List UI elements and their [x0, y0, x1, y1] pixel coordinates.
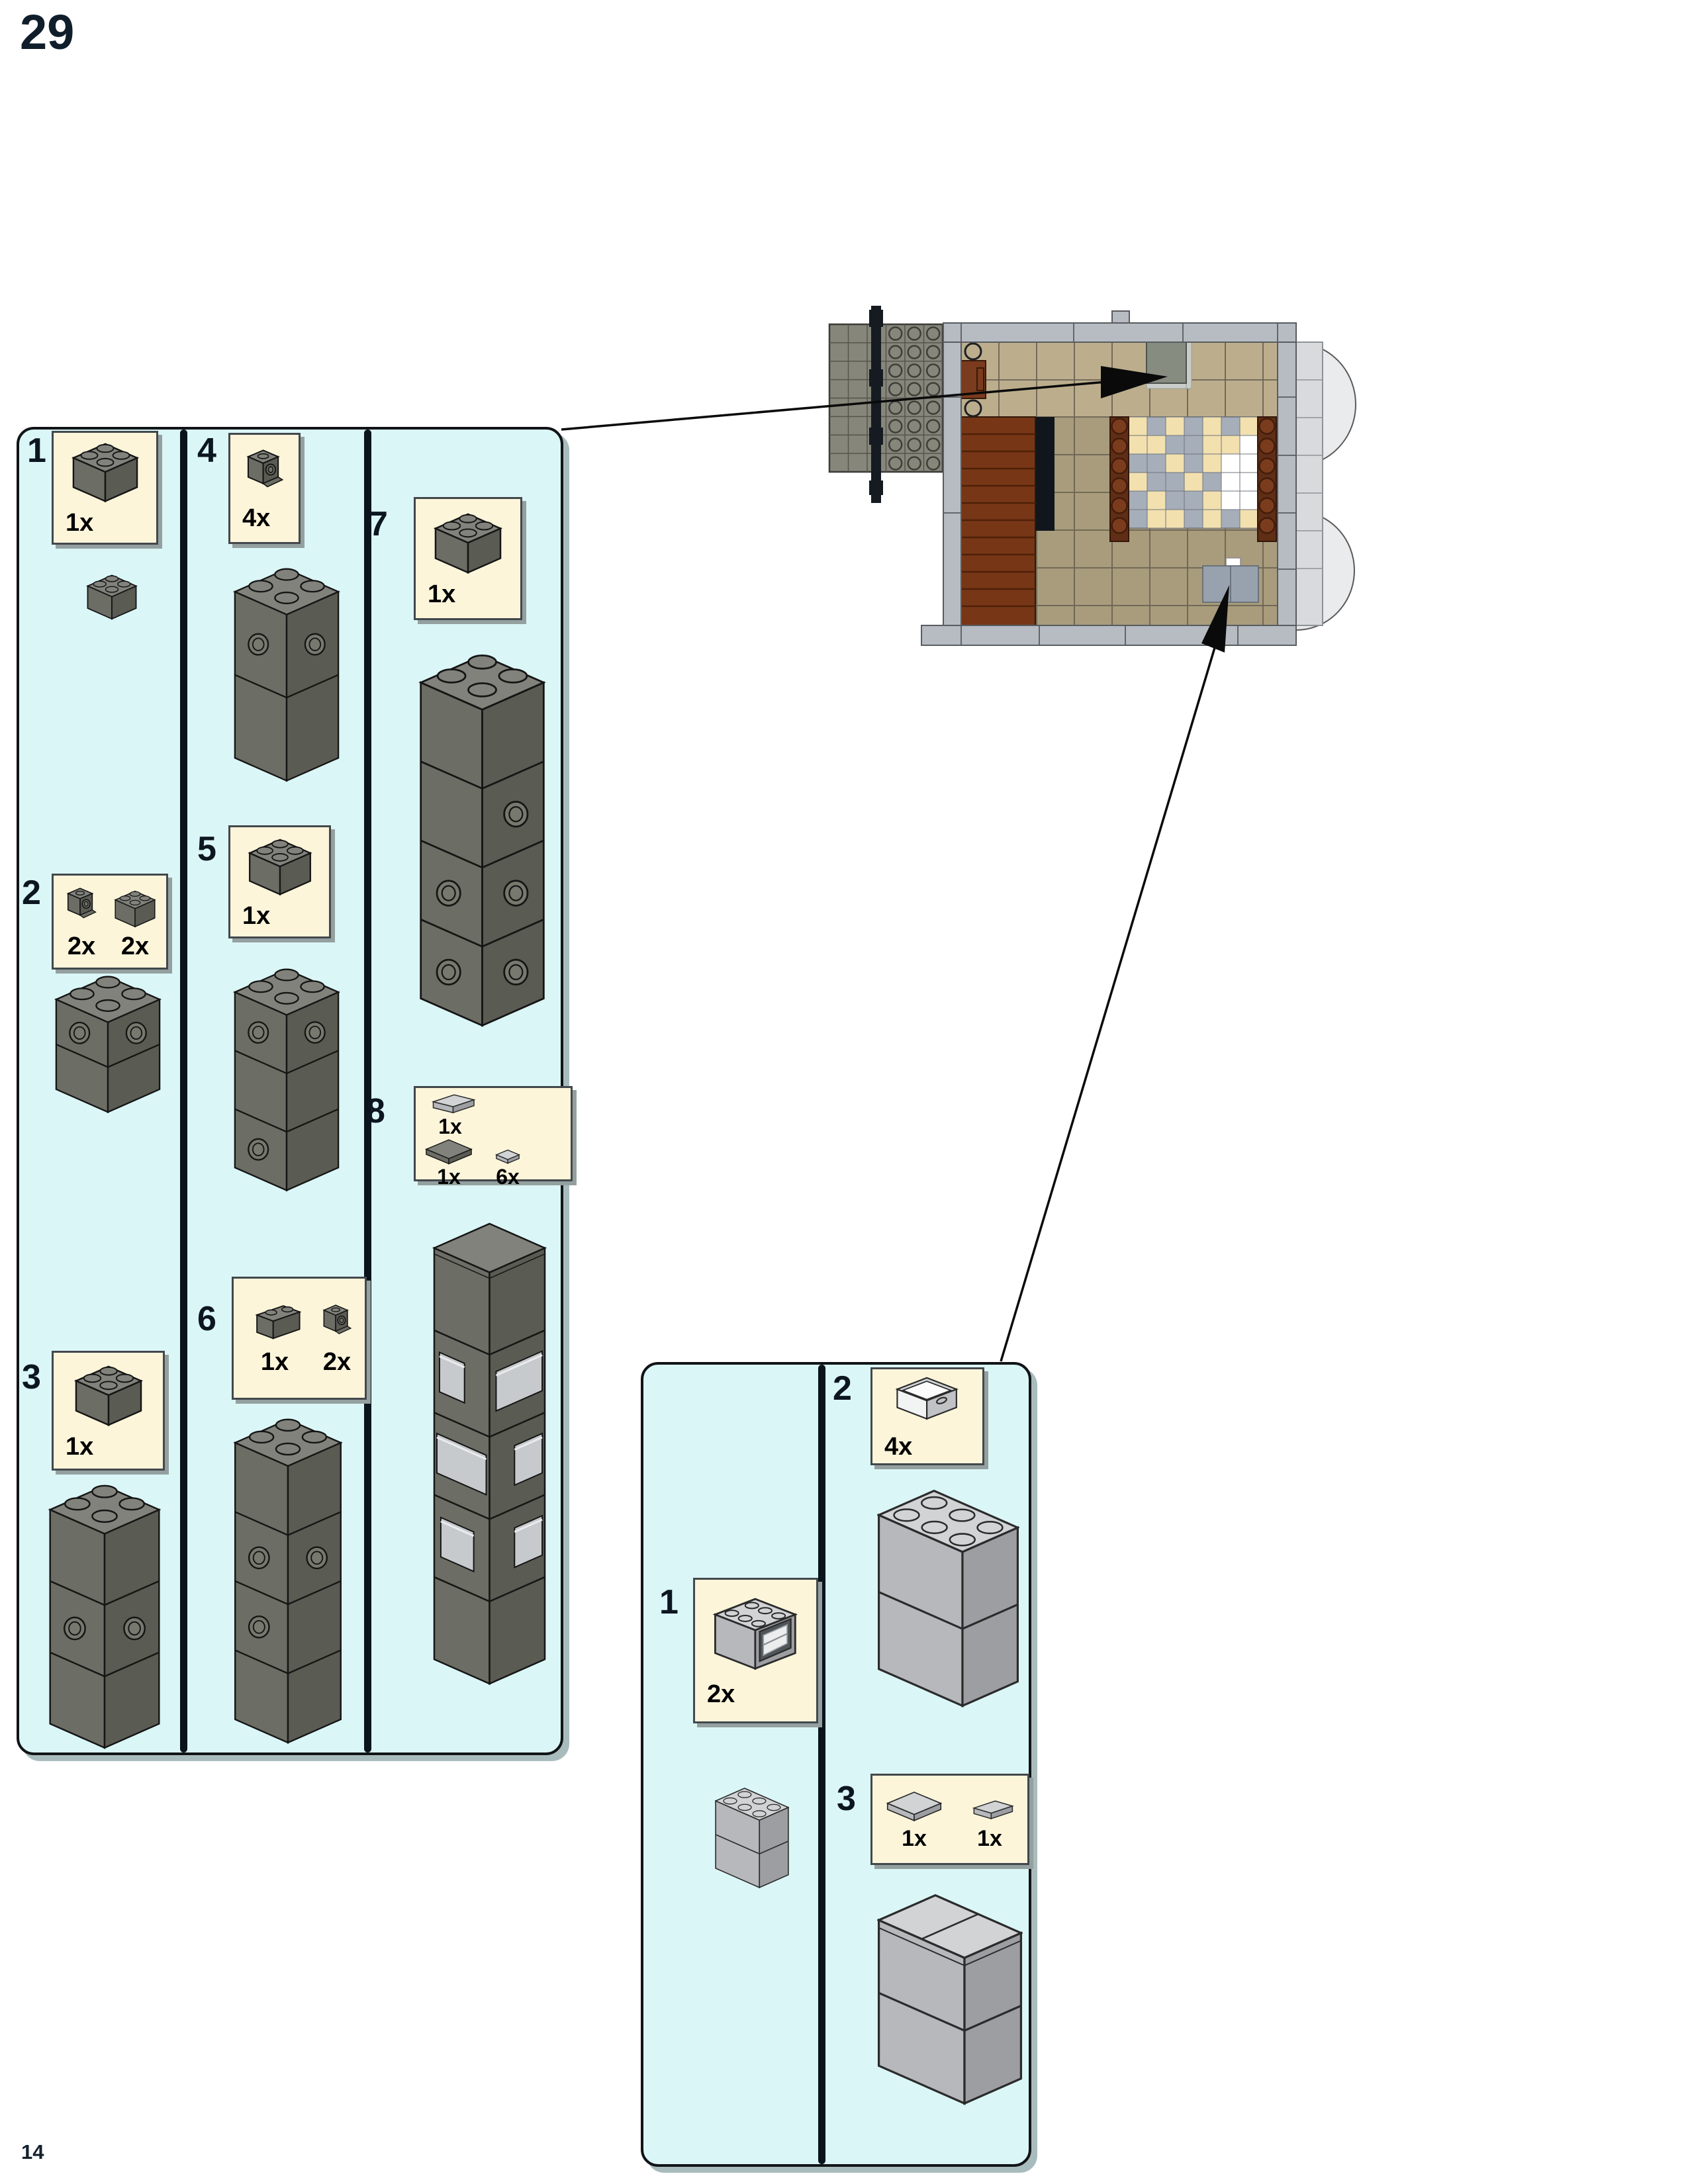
substep-6-number: 6 — [197, 1300, 216, 1338]
substep-8-number: 8 — [366, 1092, 385, 1130]
stud-column-left — [1109, 416, 1129, 542]
tile-1x1-icon — [496, 1149, 520, 1164]
tile-1x2-icon — [973, 1800, 1013, 1819]
substep-5-assembly — [232, 968, 341, 1192]
substep-2-parts-box: 4x — [870, 1367, 984, 1465]
brick-2x2-icon — [115, 890, 156, 927]
mast — [869, 306, 883, 503]
column-divider-2 — [364, 430, 371, 1752]
substep-6-parts-box: 1x 2x — [232, 1277, 367, 1400]
part-quantity: 1x — [260, 1348, 289, 1376]
substep-4-number: 4 — [197, 432, 216, 470]
substep-1-number: 1 — [659, 1583, 679, 1621]
plate-1x2-icon — [432, 1094, 475, 1113]
part-quantity: 1x — [438, 1115, 462, 1138]
part-quantity: 1x — [242, 901, 271, 930]
substep-3-number: 3 — [837, 1780, 856, 1818]
substep-8-parts-box: 1x 1x 6x — [414, 1086, 573, 1187]
tile-2x2-icon — [426, 1139, 472, 1165]
cupboard-icon — [714, 1598, 796, 1670]
substep-4-assembly — [232, 568, 341, 782]
headlight-brick-icon — [247, 449, 283, 488]
substep-2-parts-box: 2x 2x — [52, 874, 168, 970]
brick-2x2-icon — [248, 839, 311, 895]
headlight-brick-icon — [323, 1304, 352, 1335]
callout-line-2 — [1000, 636, 1219, 1362]
drawer-icon — [896, 1377, 957, 1420]
tile-2x2-icon — [886, 1792, 942, 1821]
part-quantity: 6x — [496, 1165, 520, 1189]
substep-3-number: 3 — [22, 1358, 41, 1396]
part-quantity: 4x — [242, 504, 271, 532]
substep-3-parts-box: 1x — [52, 1351, 165, 1471]
substep-1-assembly — [87, 574, 137, 620]
sage-target-piece — [1146, 341, 1192, 389]
part-quantity: 2x — [707, 1680, 735, 1708]
page-number: 14 — [21, 2140, 44, 2163]
part-quantity: 1x — [437, 1165, 461, 1189]
substep-5-parts-box: 1x — [228, 825, 331, 938]
part-quantity: 1x — [66, 509, 94, 537]
column-divider — [818, 1365, 825, 2164]
headlight-brick-icon — [67, 887, 97, 919]
substep-3-assembly — [48, 1484, 162, 1749]
studded-base-plate — [828, 323, 944, 473]
substep-3-parts-box: 1x 1x — [870, 1774, 1029, 1865]
substep-7-number: 7 — [369, 505, 388, 543]
part-quantity: 1x — [428, 580, 456, 608]
substep-7-assembly — [418, 654, 546, 1027]
part-quantity: 1x — [902, 1826, 927, 1851]
substep-2-assembly — [877, 1489, 1019, 1707]
brick-2x2-icon — [434, 513, 502, 574]
substep-7-parts-box: 1x — [414, 497, 522, 620]
substep-2-number: 2 — [833, 1369, 852, 1408]
substeps-panel-right: 1 2x 2 4x 3 1x 1x — [641, 1362, 1031, 2167]
part-quantity: 4x — [884, 1433, 913, 1461]
stud-column-right — [1257, 416, 1277, 542]
plan-view — [828, 306, 1356, 646]
substep-3-assembly — [877, 1893, 1023, 2105]
part-quantity: 2x — [120, 932, 150, 960]
part-quantity: 1x — [66, 1432, 94, 1461]
black-strip — [1036, 417, 1055, 531]
brick-1x2-icon — [256, 1305, 301, 1340]
column-divider-1 — [180, 430, 187, 1752]
brick-2x2-icon — [72, 443, 138, 502]
outboard-wall-column — [1295, 341, 1323, 626]
step-number: 29 — [20, 5, 75, 60]
substep-1-number: 1 — [27, 432, 46, 470]
part-quantity: 2x — [322, 1348, 352, 1376]
substep-1-assembly — [715, 1788, 789, 1889]
substep-4-parts-box: 4x — [228, 433, 301, 544]
part-quantity: 2x — [67, 932, 96, 960]
wood-plank-floor — [961, 416, 1036, 626]
checkerboard-floor — [1128, 416, 1259, 529]
substep-1-parts-box: 1x — [52, 431, 158, 545]
brick-2x2-icon — [75, 1365, 142, 1426]
substep-8-assembly — [432, 1222, 547, 1685]
substep-5-number: 5 — [197, 830, 216, 868]
substep-6-assembly — [233, 1418, 343, 1744]
substep-2-number: 2 — [22, 874, 41, 912]
substep-2-assembly — [54, 976, 162, 1114]
substeps-panel-left: 1 1x 2 2x 2x 3 1x 4 — [17, 427, 573, 1755]
substep-1-parts-box: 2x — [693, 1578, 818, 1723]
part-quantity: 1x — [977, 1826, 1002, 1851]
